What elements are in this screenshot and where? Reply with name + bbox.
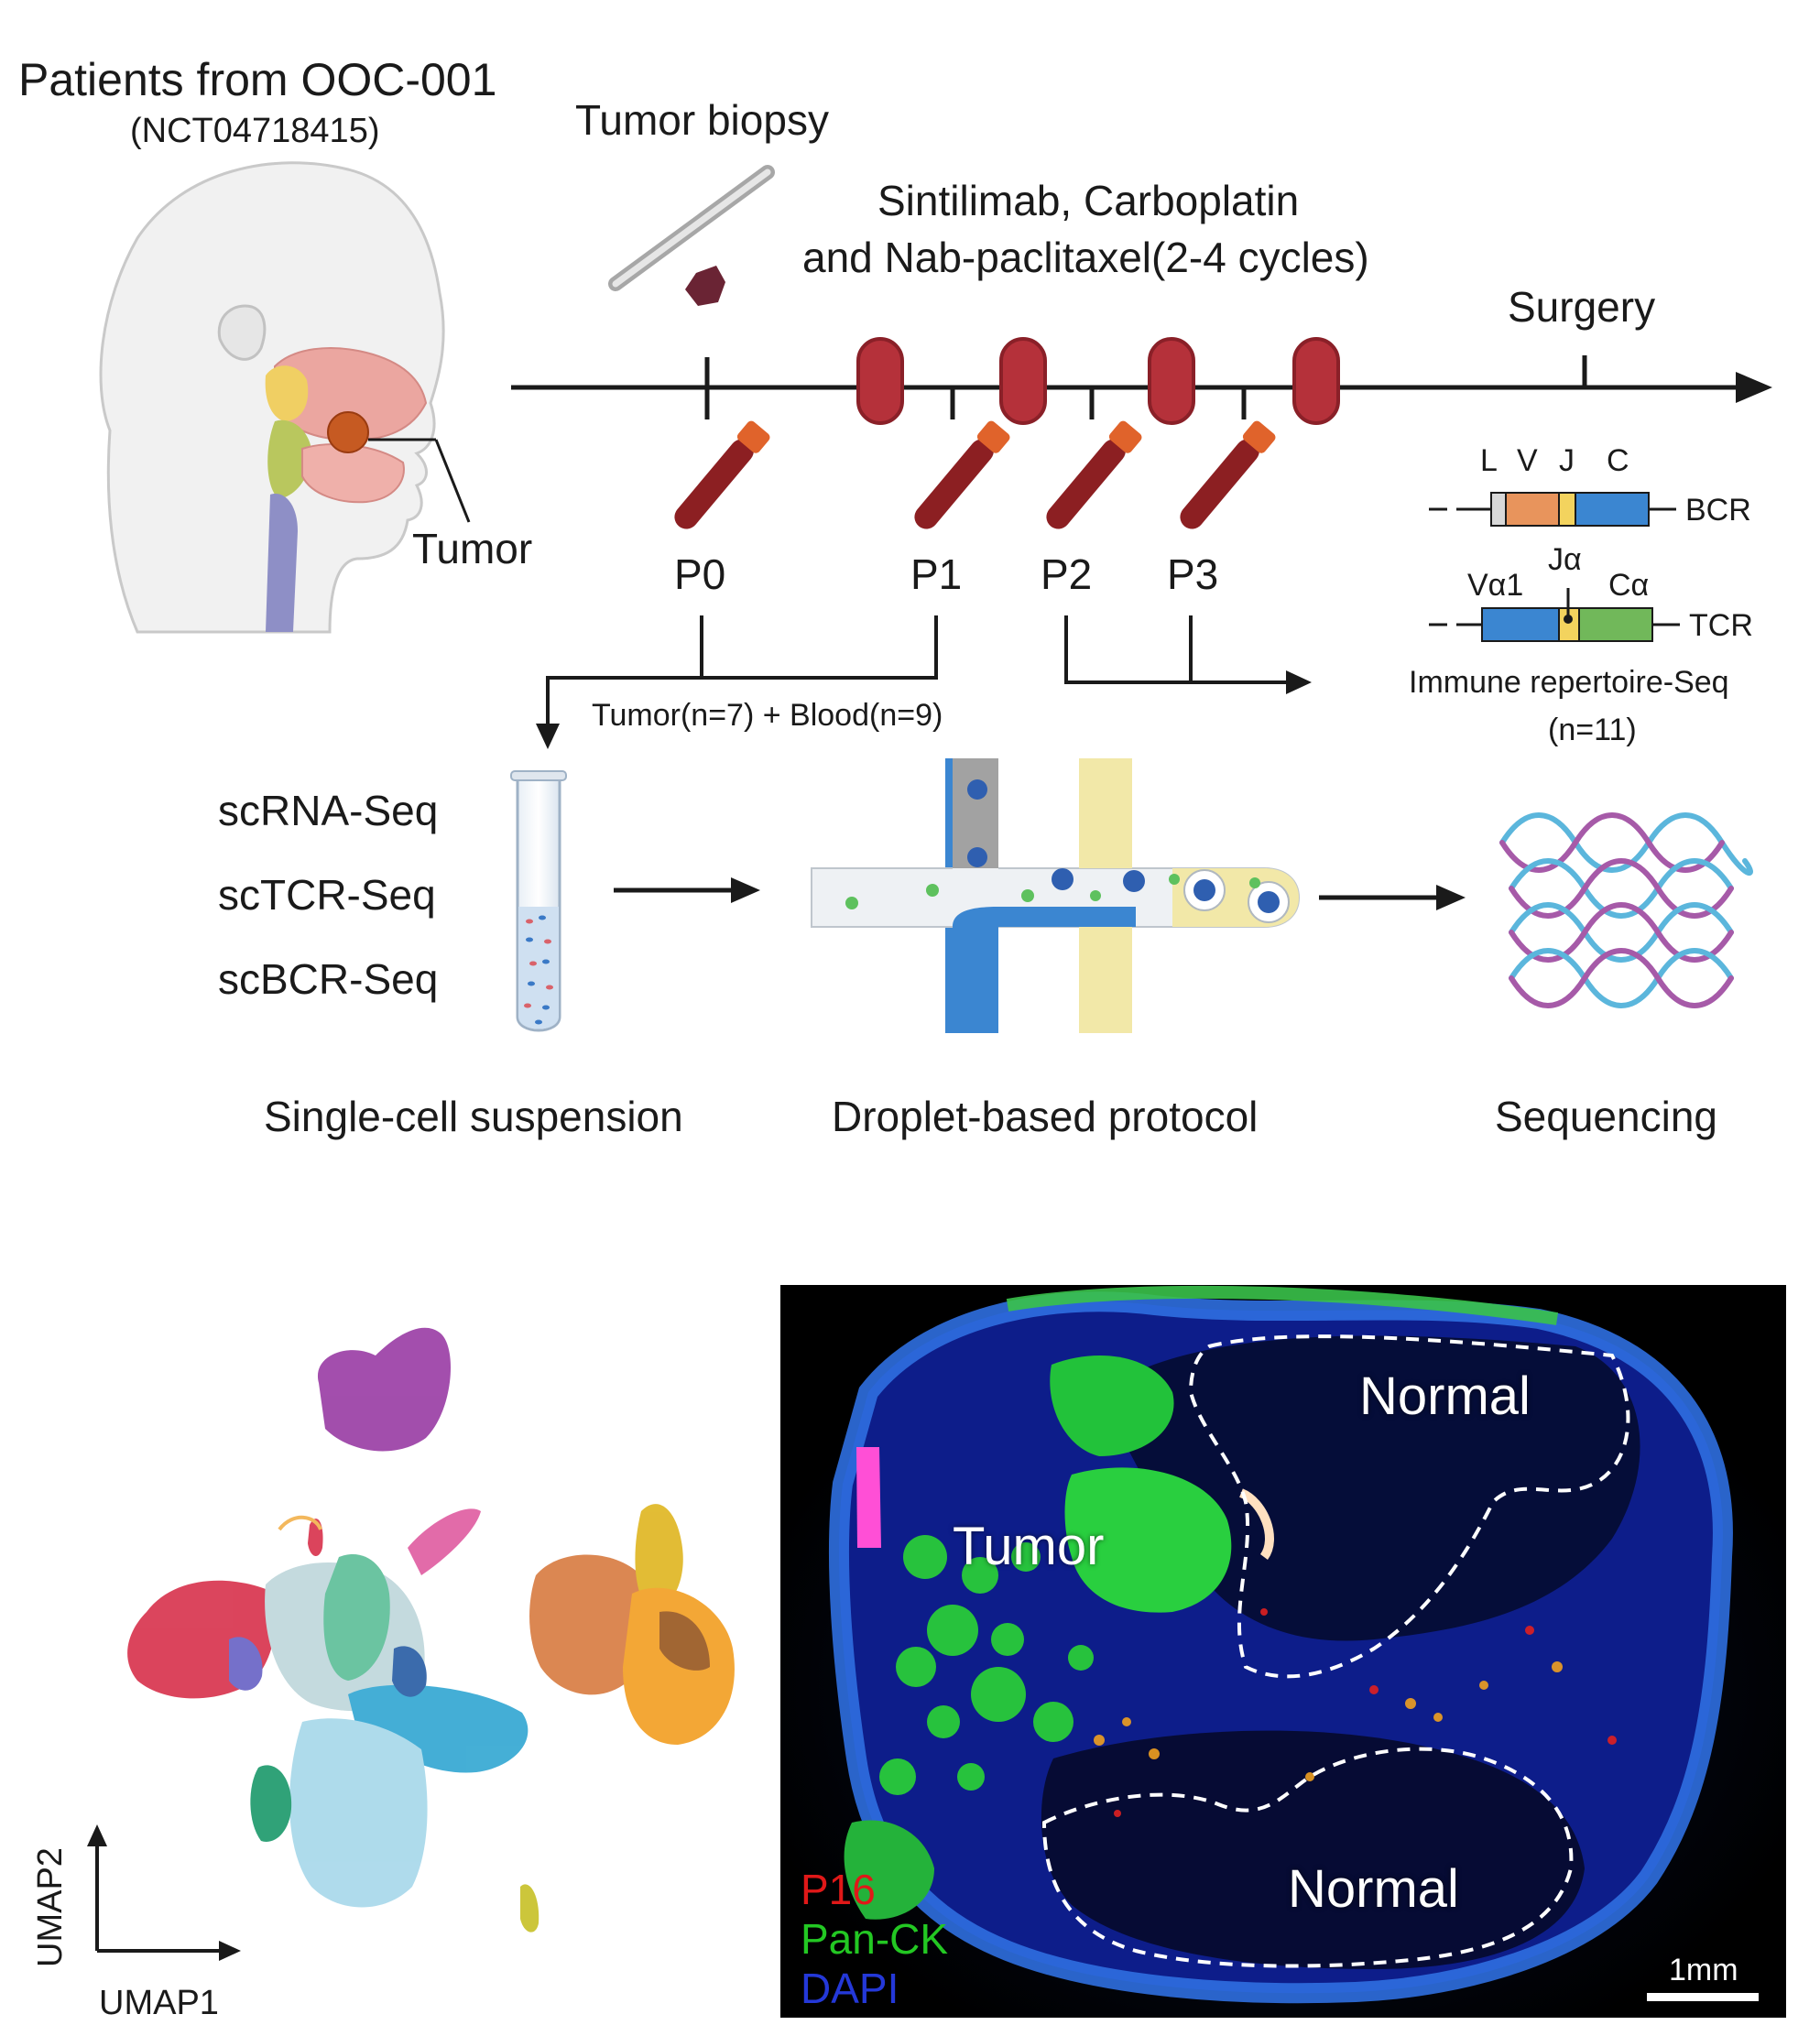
scale-bar	[1647, 1993, 1759, 2001]
treatment-label-line2: and Nab-paclitaxel(2-4 cycles)	[802, 234, 1369, 281]
bcr-segment-v: V	[1517, 443, 1538, 478]
umap-axes	[87, 1824, 241, 1961]
study-title: Patients from OOC-001	[18, 54, 497, 105]
head-anatomy-icon	[99, 161, 471, 634]
step-sequencing: Sequencing	[1495, 1093, 1717, 1140]
treatment-cycle-capsule	[856, 337, 904, 425]
sequence-wave-icon	[1499, 812, 1753, 1008]
tcr-c-alpha-label: Cα	[1608, 568, 1650, 603]
microfluidic-chip-icon	[811, 758, 1301, 1033]
tcr-v-alpha1-label: Vα1	[1467, 568, 1524, 603]
legend-dapi: DAPI	[801, 1965, 899, 2012]
immunofluorescence-image	[780, 1285, 1786, 2018]
test-tube-icon	[510, 770, 567, 1032]
bcr-label: BCR	[1685, 493, 1751, 528]
region-tumor: Tumor	[953, 1517, 1105, 1576]
single-cell-sample-count: Tumor(n=7) + Blood(n=9)	[592, 698, 943, 733]
tumor-anatomy-label: Tumor	[412, 525, 533, 572]
bcr-segment-j: J	[1559, 443, 1575, 478]
region-normal-top: Normal	[1359, 1366, 1531, 1426]
timepoint-p3: P3	[1167, 550, 1219, 598]
timepoint-p0: P0	[674, 550, 726, 598]
legend-pan-ck: Pan-CK	[801, 1915, 949, 1963]
assay-scbcr: scBCR-Seq	[218, 955, 439, 1003]
umap-y-label: UMAP2	[31, 1847, 70, 1967]
umap-x-label: UMAP1	[99, 1984, 219, 2022]
legend-p16: P16	[801, 1866, 876, 1913]
sample-flow-arrows	[536, 615, 1312, 749]
trial-id: (NCT04718415)	[130, 112, 380, 150]
region-normal-bottom: Normal	[1288, 1859, 1459, 1919]
scale-bar-label: 1mm	[1669, 1953, 1738, 1987]
umap-clusters	[127, 1327, 735, 1932]
repertoire-title: Immune repertoire-Seq	[1409, 665, 1729, 700]
treatment-cycle-capsule	[999, 337, 1047, 425]
timepoint-p2: P2	[1041, 550, 1093, 598]
treatment-cycle-capsule	[1292, 337, 1340, 425]
tumor-biopsy-label: Tumor biopsy	[575, 96, 829, 144]
assay-sctcr: scTCR-Seq	[218, 871, 436, 919]
bcr-segment-l: L	[1480, 443, 1498, 478]
treatment-label-line1: Sintilimab, Carboplatin	[877, 177, 1300, 224]
step-droplet-protocol: Droplet-based protocol	[832, 1093, 1259, 1140]
timepoint-p1: P1	[910, 550, 963, 598]
assay-scrna: scRNA-Seq	[218, 787, 439, 834]
treatment-cycle-capsule	[1148, 337, 1195, 425]
blood-tube-icon	[674, 420, 1276, 529]
tcr-construct	[1429, 588, 1680, 642]
repertoire-sample-count: (n=11)	[1548, 713, 1637, 747]
surgery-label: Surgery	[1508, 283, 1656, 331]
tcr-j-alpha-label: Jα	[1548, 542, 1582, 577]
step-arrows	[614, 877, 1466, 910]
step-single-cell-suspension: Single-cell suspension	[264, 1093, 683, 1140]
treatment-timeline	[511, 337, 1772, 425]
bcr-segment-c: C	[1607, 443, 1629, 478]
scalpel-icon	[608, 165, 775, 306]
tcr-label: TCR	[1689, 608, 1753, 643]
bcr-construct	[1429, 492, 1676, 527]
